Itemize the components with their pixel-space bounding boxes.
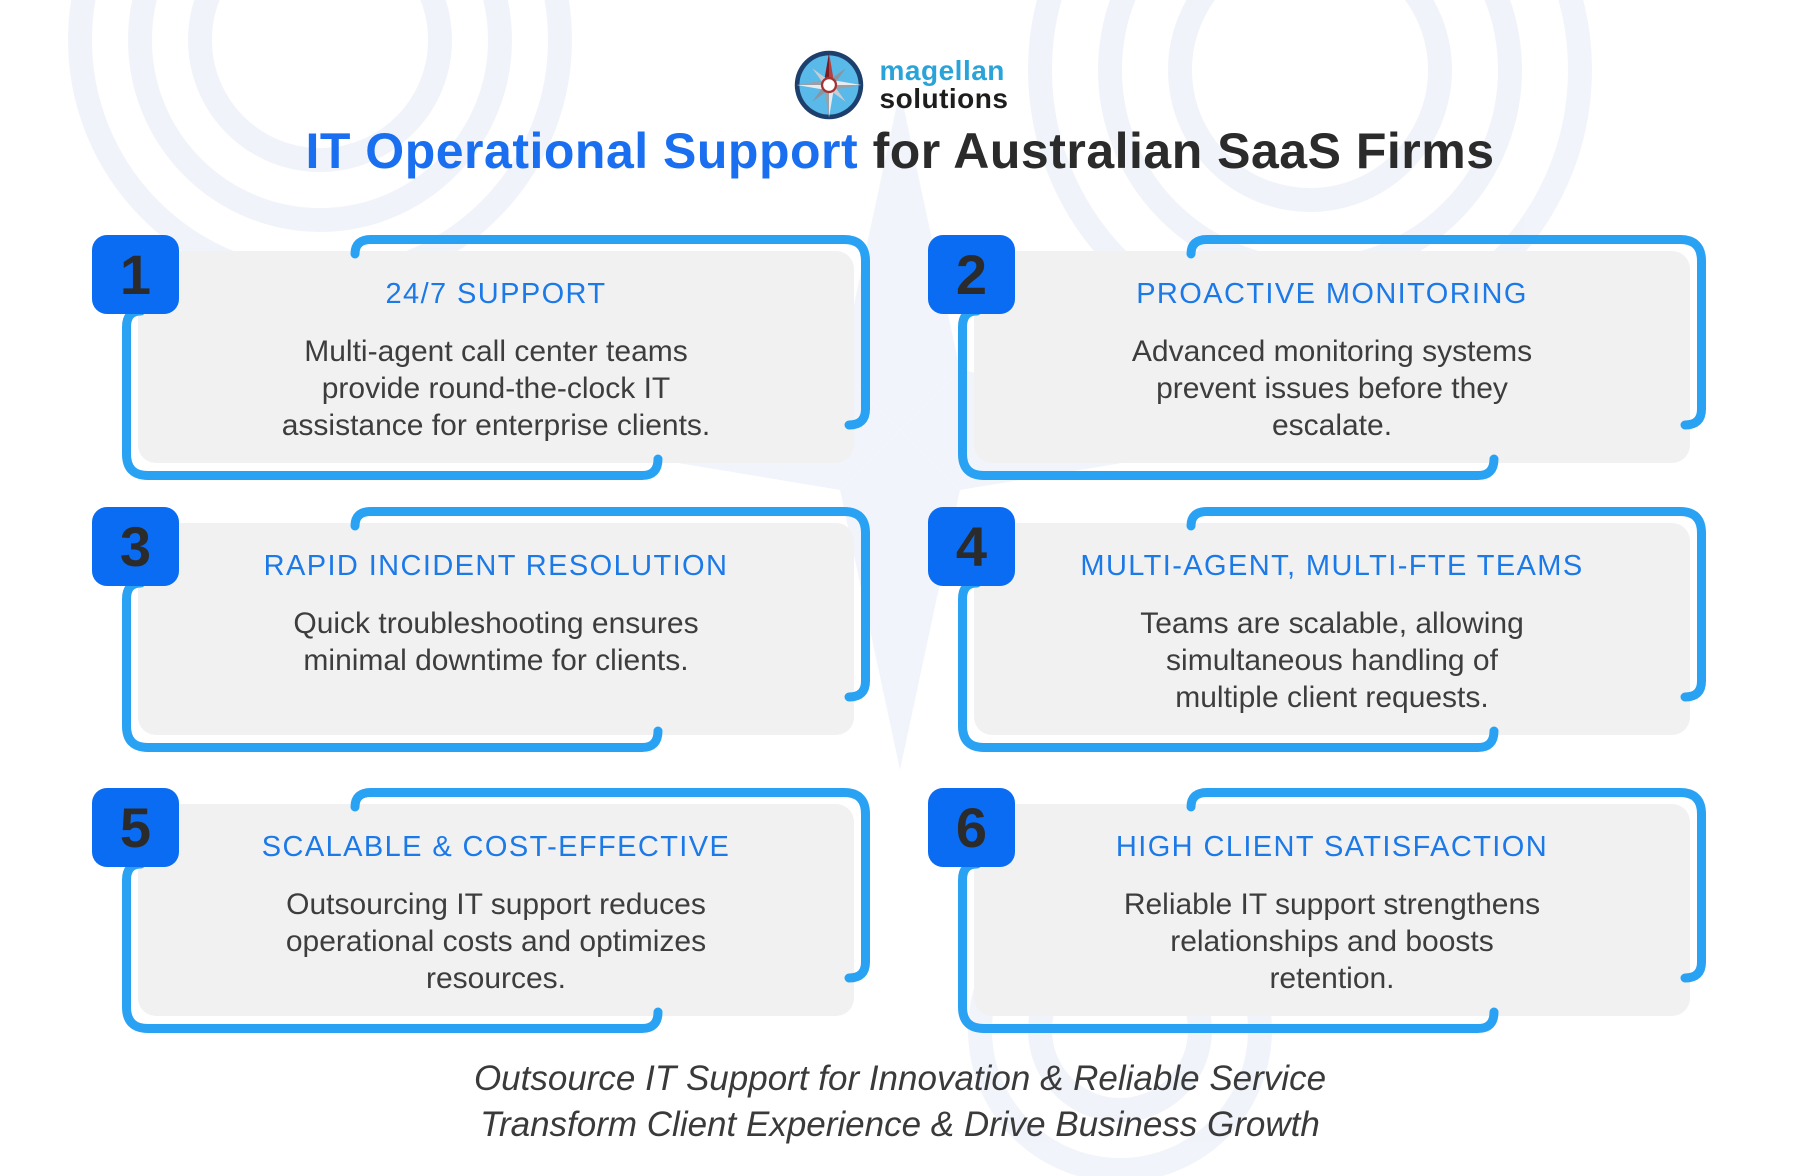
card-2-number-badge: 2 [928, 235, 1015, 314]
card-1-title: 24/7 SUPPORT [385, 278, 607, 310]
card-2-body: Advanced monitoring systems prevent issu… [1131, 335, 1533, 442]
card-6-number: 6 [955, 796, 988, 859]
card-5: 5 SCALABLE & COST-EFFECTIVE Outsourcing … [92, 788, 870, 1033]
brand-name-top: magellan [879, 55, 1005, 86]
brand-name-bottom: solutions [879, 83, 1009, 114]
card-bracket-frame [122, 507, 870, 752]
logo: magellan solutions [0, 48, 1800, 122]
card-bracket-frame [122, 788, 870, 1033]
card-bracket-frame [958, 788, 1706, 1033]
card-4-number: 4 [955, 515, 988, 578]
card-5-title: SCALABLE & COST-EFFECTIVE [261, 831, 731, 863]
card-4-body: Teams are scalable, allowing simultaneou… [1140, 607, 1524, 714]
card-4-title: MULTI-AGENT, MULTI-FTE TEAMS [1080, 550, 1584, 582]
card-3-title: RAPID INCIDENT RESOLUTION [263, 550, 729, 582]
card-6-panel [974, 804, 1690, 1016]
card-6-title: HIGH CLIENT SATISFACTION [1115, 831, 1549, 863]
card-bracket-frame [958, 235, 1706, 480]
card-1-panel [138, 251, 854, 463]
footer-tagline: Outsource IT Support for Innovation & Re… [473, 1059, 1327, 1144]
card-3-body: Quick troubleshooting ensures minimal do… [293, 607, 699, 677]
card-5-panel [138, 804, 854, 1016]
logo-text: magellan solutions [880, 57, 1009, 113]
card-4: 4 MULTI-AGENT, MULTI-FTE TEAMS Teams are… [928, 507, 1706, 752]
card-2: 2 PROACTIVE MONITORING Advanced monitori… [928, 235, 1706, 480]
card-bracket-frame [122, 235, 870, 480]
card-2-number: 2 [955, 243, 988, 306]
card-2-panel [974, 251, 1690, 463]
card-3-number-badge: 3 [92, 507, 179, 586]
card-5-number: 5 [119, 796, 152, 859]
card-3-panel [138, 523, 854, 735]
page-title-highlight: IT Operational Support [305, 123, 859, 179]
card-4-number-badge: 4 [928, 507, 1015, 586]
card-3: 3 RAPID INCIDENT RESOLUTION Quick troubl… [92, 507, 870, 752]
card-bracket-frame [958, 507, 1706, 752]
card-4-panel [974, 523, 1690, 735]
card-6-number-badge: 6 [928, 788, 1015, 867]
card-6-body: Reliable IT support strengthens relation… [1123, 888, 1541, 995]
card-2-title: PROACTIVE MONITORING [1136, 278, 1528, 310]
page-title: IT Operational Support for Australian Sa… [0, 122, 1800, 180]
card-5-number-badge: 5 [92, 788, 179, 867]
compass-rose-icon [794, 50, 863, 120]
card-3-number: 3 [119, 515, 152, 578]
card-1: 1 24/7 SUPPORT Multi-agent call center t… [92, 235, 870, 480]
card-6: 6 HIGH CLIENT SATISFACTION Reliable IT s… [928, 788, 1706, 1033]
page-title-rest: for Australian SaaS Firms [858, 123, 1495, 179]
card-1-number-badge: 1 [92, 235, 179, 314]
card-1-number: 1 [119, 243, 152, 306]
card-5-body: Outsourcing IT support reduces operation… [285, 888, 707, 995]
card-1-body: Multi-agent call center teams provide ro… [281, 335, 711, 442]
